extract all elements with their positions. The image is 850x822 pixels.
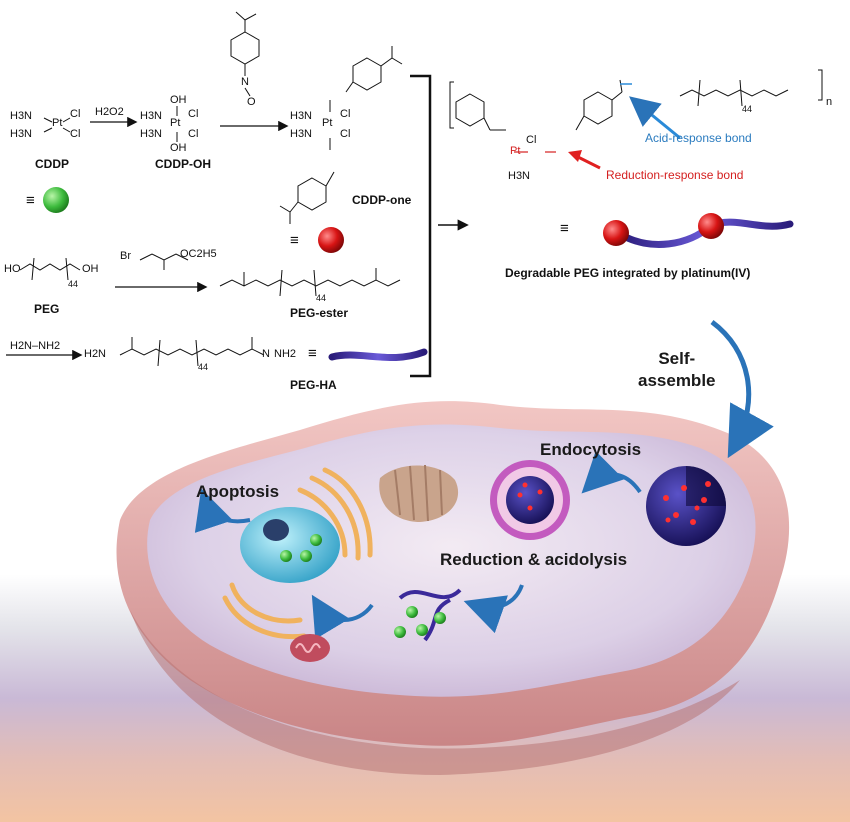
cddp-one-h3n-bottom: H3N [290, 128, 313, 140]
bromo-ester: OC2H5 [180, 248, 217, 260]
cddp-oh-h3n-top: H3N [140, 110, 163, 122]
isocyanate-n: N [241, 76, 249, 88]
cddp-one-cl-top: Cl [340, 108, 351, 120]
polymer-h3n: H3N [508, 170, 531, 182]
cddp-oh-pt: Pt [170, 117, 181, 129]
peg-ha-equiv: ≡ [308, 345, 317, 362]
cddp-cl-top: Cl [70, 108, 81, 120]
isocyanate-o: O [247, 96, 256, 108]
polymer-equiv: ≡ [560, 220, 569, 237]
peg-ha-right: NH2 [274, 348, 297, 360]
cddp-h3n-bottom: H3N [10, 128, 33, 140]
cddp-name: CDDP [35, 157, 70, 171]
polymer-cl: Cl [526, 134, 537, 146]
polymer-repeat: 44 [742, 104, 753, 114]
cddp-pt: Pt [52, 117, 63, 129]
peg-ha-name: PEG-HA [290, 378, 337, 392]
cddp-equiv: ≡ [26, 192, 35, 209]
acid-response-label: Acid-response bond [645, 131, 752, 145]
peg-ha-left: H2N [84, 348, 107, 360]
cddp-one-pt: Pt [322, 117, 333, 129]
cddp-oh-cl-bottom: Cl [188, 128, 199, 140]
peg-ester-name: PEG-ester [290, 306, 349, 320]
peg-ha-nh: N [262, 348, 270, 360]
cddp-oh-cl-top: Cl [188, 108, 199, 120]
cddp-oh-top: OH [170, 94, 187, 106]
cddp-oh-name: CDDP-OH [155, 157, 211, 171]
cddp-oh-h3n-bottom: H3N [140, 128, 163, 140]
cddp-cl-bottom: Cl [70, 128, 81, 140]
peg-ha-repeat: 44 [198, 362, 209, 372]
cddp-one-h3n-top: H3N [290, 110, 313, 122]
peg-oh: OH [82, 263, 99, 275]
polymer-pt: Pt [510, 145, 521, 157]
peg-ho: HO [4, 263, 21, 275]
polymer-caption: Degradable PEG integrated by platinum(IV… [505, 266, 751, 280]
bromo-br: Br [120, 250, 131, 262]
cddp-one-name: CDDP-one [352, 193, 412, 207]
cddp-one-equiv: ≡ [290, 232, 299, 249]
reduction-acidolysis-label: Reduction & acidolysis [440, 550, 628, 569]
peg-repeat: 44 [68, 279, 79, 289]
endocytosis-label: Endocytosis [540, 440, 642, 459]
apoptosis-label: Apoptosis [196, 482, 280, 501]
polymer-repeat-n: n [826, 96, 833, 108]
hydrazine-label: H2N–NH2 [10, 340, 61, 352]
peg-name: PEG [34, 302, 60, 316]
cddp-h3n-top: H3N [10, 110, 33, 122]
cddp-one-cl-bottom: Cl [340, 128, 351, 140]
reduction-response-label: Reduction-response bond [606, 168, 744, 182]
cddp-oh-bottom: OH [170, 142, 187, 154]
peg-ester-repeat: 44 [316, 293, 327, 303]
oxidant-label: H2O2 [95, 106, 124, 118]
self-assemble-label: Self- assemble [638, 349, 716, 390]
